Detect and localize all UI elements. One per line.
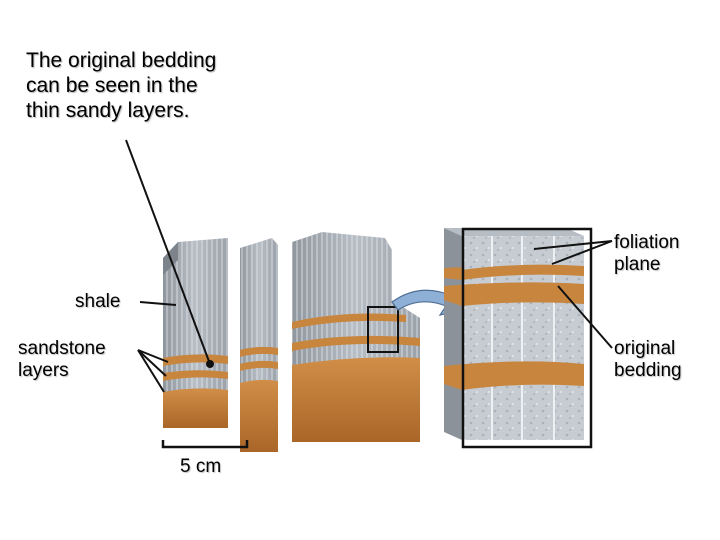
scale-label: 5 cm (180, 456, 221, 478)
enlarged-block (444, 228, 591, 447)
foliation-label-line-1: foliation (614, 232, 680, 254)
caption-leader-dot (207, 361, 213, 367)
sandstone-label-line-1: sandstone (18, 338, 106, 360)
original-bedding-label: original bedding (614, 338, 682, 382)
sandstone-layers-label: sandstone layers (18, 338, 106, 382)
rock-block-right (292, 232, 420, 442)
bedding-label-line-2: bedding (614, 360, 682, 382)
foliation-plane-label: foliation plane (614, 232, 680, 276)
bedding-label-line-1: original (614, 338, 682, 360)
shale-label: shale (75, 291, 120, 313)
rock-block-middle (240, 238, 278, 452)
sandstone-label-line-2: layers (18, 360, 106, 382)
scale-bar (162, 440, 248, 448)
foliation-label-line-2: plane (614, 254, 680, 276)
